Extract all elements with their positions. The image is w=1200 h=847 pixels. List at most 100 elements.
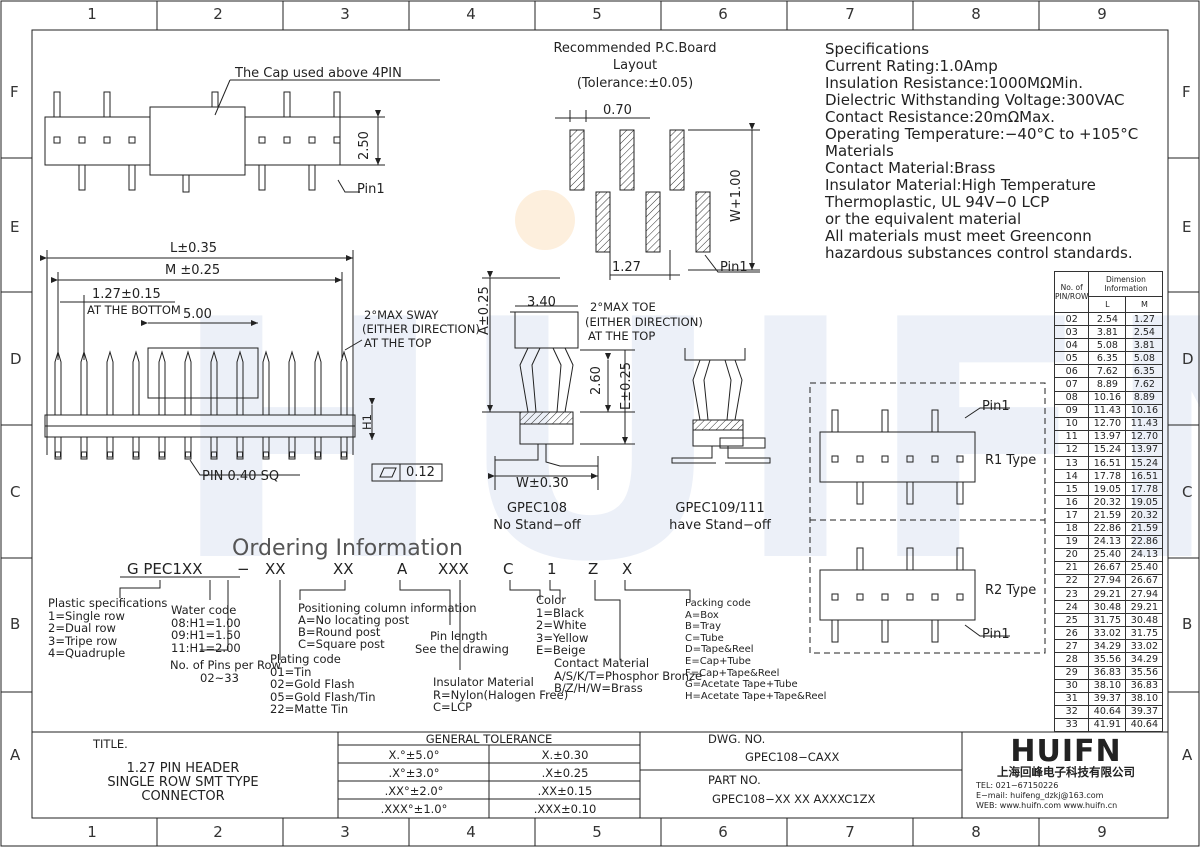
top-pin1-label: Pin1 [357, 182, 385, 197]
front-pin-tail [184, 436, 192, 460]
type-pin-up [881, 409, 889, 433]
ordering-water: 09:H1=1.50 [171, 628, 241, 642]
company-email: E−mail: huifeng_dzkj@163.com [976, 791, 1104, 800]
table-cell: 34.29 [1125, 652, 1164, 667]
table-cell: 1.27 [1125, 311, 1164, 327]
pcb-title-2: Layout [612, 58, 658, 73]
sway-note-3: AT THE TOP [364, 336, 432, 350]
pcb-pad [569, 129, 585, 191]
watermark-accent-dot [515, 190, 575, 250]
ordering-code-part: X [622, 560, 633, 578]
part-label: PART NO. [708, 773, 761, 787]
table-cell: 17.78 [1125, 482, 1164, 497]
table-cell: 07 [1053, 377, 1090, 392]
company-tel: TEL: 021−67150226 [976, 781, 1059, 790]
front-pin-tail [106, 436, 114, 460]
table-cell: 10.16 [1088, 390, 1127, 405]
grid-col-bottom: 2 [213, 823, 223, 841]
ordering-insulator: Insulator Material [433, 675, 534, 689]
top-pin [78, 164, 86, 191]
table-cell: 35.56 [1088, 652, 1127, 667]
table-cell: 05 [1053, 351, 1090, 366]
front-pin [80, 350, 88, 415]
table-cell: 20.32 [1088, 495, 1127, 510]
ordering-pins: No. of Pins per Row [170, 658, 281, 672]
grid-col-bottom: 3 [340, 823, 350, 841]
table-cell: 10 [1053, 416, 1090, 431]
flatness-value: 0.12 [406, 465, 435, 480]
table-cell: 25.40 [1088, 547, 1127, 562]
pcb-pad [619, 129, 635, 191]
table-cell: 27.94 [1125, 586, 1164, 602]
table-cell: 39.37 [1125, 704, 1164, 719]
pcb-pad [695, 191, 711, 253]
table-cell: 24 [1053, 600, 1090, 615]
type-pin-down [881, 619, 889, 643]
ordering-pinlen: Pin length [430, 629, 488, 643]
ordering-contact: B/Z/H/W=Brass [554, 681, 643, 695]
table-cell: 34.29 [1088, 639, 1127, 654]
pcb-pitch-dim: 1.27 [612, 260, 641, 275]
table-cell: 7.62 [1088, 364, 1127, 379]
dim-2-60: 2.60 [589, 366, 604, 395]
table-header-info: Dimension Information [1088, 271, 1164, 297]
grid-row-right: B [1182, 615, 1193, 633]
type-pin-down [956, 481, 964, 505]
front-pin-square [315, 451, 321, 458]
table-cell: 22 [1053, 573, 1090, 588]
table-cell: 24.13 [1088, 534, 1127, 549]
ordering-color: E=Beige [536, 643, 586, 657]
ordering-code-part: XX [265, 560, 286, 578]
grid-col-top: 5 [592, 5, 602, 23]
ordering-position: B=Round post [298, 625, 381, 639]
table-cell: 22.86 [1088, 521, 1127, 536]
sway-note-2: (EITHER DIRECTION) [362, 322, 480, 336]
ordering-water: Water code [171, 603, 237, 617]
ordering-pins: 02~33 [200, 671, 239, 685]
top-pin [103, 91, 111, 118]
pcb-pad [595, 191, 611, 253]
cap-note: The Cap used above 4PIN [235, 66, 402, 81]
table-cell: 27 [1053, 639, 1090, 654]
table-cell: 32 [1053, 704, 1090, 719]
grid-col-top: 9 [1097, 5, 1107, 23]
ordering-code-part: 1 [547, 560, 557, 578]
ordering-code-part: XX [333, 560, 354, 578]
spec-line: Contact Material:Brass [825, 159, 996, 177]
front-pin [210, 350, 218, 415]
pcb-layout [555, 110, 760, 280]
spec-line: Dielectric Withstanding Voltage:300VAC [825, 91, 1125, 109]
type-pin-down [906, 481, 914, 505]
top-pin [283, 91, 291, 118]
front-pin-tail [236, 436, 244, 460]
ordering-code-part: G PEC1XX [127, 560, 203, 578]
grid-col-top: 4 [466, 5, 476, 23]
table-cell: 11.43 [1125, 416, 1164, 431]
r2-type-label: R2 Type [985, 583, 1037, 598]
ordering-title: Ordering Information [232, 536, 463, 561]
front-pin-tail [80, 436, 88, 460]
tolerance-header: GENERAL TOLERANCE [425, 732, 553, 746]
ordering-packing: F=Cap+Tape&Reel [685, 667, 780, 679]
table-cell: 26.67 [1088, 560, 1127, 575]
table-cell: 7.62 [1125, 377, 1164, 392]
table-cell: 41.91 [1088, 717, 1127, 733]
top-height-dim: 2.50 [357, 131, 372, 160]
front-pin [262, 350, 270, 415]
tolerance-linear: X.±0.30 [541, 748, 589, 762]
table-header-m: M [1125, 296, 1164, 313]
table-cell: 31 [1053, 691, 1090, 706]
grid-row-right: F [1182, 83, 1191, 101]
sway-note-1: 2°MAX SWAY [364, 308, 439, 322]
table-cell: 40.64 [1088, 704, 1127, 719]
type-pin-pad [956, 455, 964, 463]
